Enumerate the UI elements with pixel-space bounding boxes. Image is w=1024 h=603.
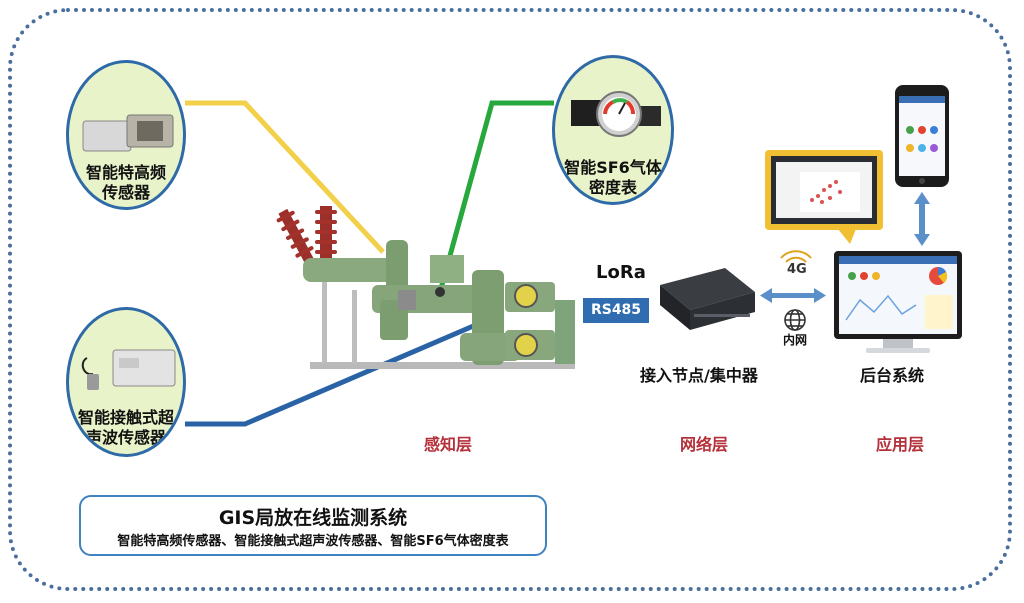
dashboard-popup bbox=[765, 150, 883, 244]
sf6-gauge-image bbox=[571, 91, 661, 137]
network-arrow bbox=[760, 288, 826, 303]
uhf-sensor-bubble: 智能特高频 传感器 bbox=[66, 60, 186, 210]
backend-system-label: 后台系统 bbox=[860, 366, 925, 385]
uhf-sensor-label-line1: 智能特高频 bbox=[85, 163, 166, 182]
uhf-sensor-image bbox=[82, 114, 174, 152]
globe-icon bbox=[784, 309, 806, 331]
application-layer-label: 应用层 bbox=[876, 435, 925, 454]
concentrator-device bbox=[660, 268, 755, 330]
ultrasonic-connection-line bbox=[185, 321, 479, 427]
desktop-monitor bbox=[834, 251, 962, 353]
sf6-connection-line bbox=[437, 100, 554, 293]
sf6-meter-label-line2: 密度表 bbox=[588, 178, 637, 197]
phone-link-arrow bbox=[914, 192, 930, 246]
lora-logo: LoRa bbox=[596, 262, 646, 283]
intranet-label: 内网 bbox=[783, 333, 808, 347]
smartphone bbox=[895, 85, 949, 187]
rs485-badge: RS485 bbox=[583, 298, 649, 323]
concentrator-label: 接入节点/集中器 bbox=[640, 366, 758, 385]
perception-layer-label: 感知层 bbox=[424, 435, 473, 454]
system-title-box: GIS局放在线监测系统 智能特高频传感器、智能接触式超声波传感器、智能SF6气体… bbox=[79, 495, 547, 556]
network-layer-label: 网络层 bbox=[680, 435, 729, 454]
ultrasonic-sensor-label-line1: 智能接触式超 bbox=[77, 408, 174, 427]
sf6-meter-bubble: 智能SF6气体 密度表 bbox=[552, 55, 674, 205]
ultrasonic-sensor-bubble: 智能接触式超 声波传感器 bbox=[66, 307, 186, 457]
gis-equipment-illustration bbox=[276, 206, 575, 369]
diagram-frame bbox=[8, 8, 1012, 591]
cellular-4g-label: 4G bbox=[787, 262, 807, 277]
sf6-meter-label-line1: 智能SF6气体 bbox=[564, 158, 662, 177]
ultrasonic-sensor-label-line2: 声波传感器 bbox=[85, 428, 166, 447]
uhf-connection-line bbox=[185, 100, 385, 254]
system-subtitle: 智能特高频传感器、智能接触式超声波传感器、智能SF6气体密度表 bbox=[117, 534, 509, 549]
system-title: GIS局放在线监测系统 bbox=[218, 507, 408, 529]
signal-icon bbox=[780, 250, 812, 263]
uhf-sensor-label-line2: 传感器 bbox=[101, 183, 150, 202]
ultrasonic-sensor-image bbox=[81, 349, 176, 390]
